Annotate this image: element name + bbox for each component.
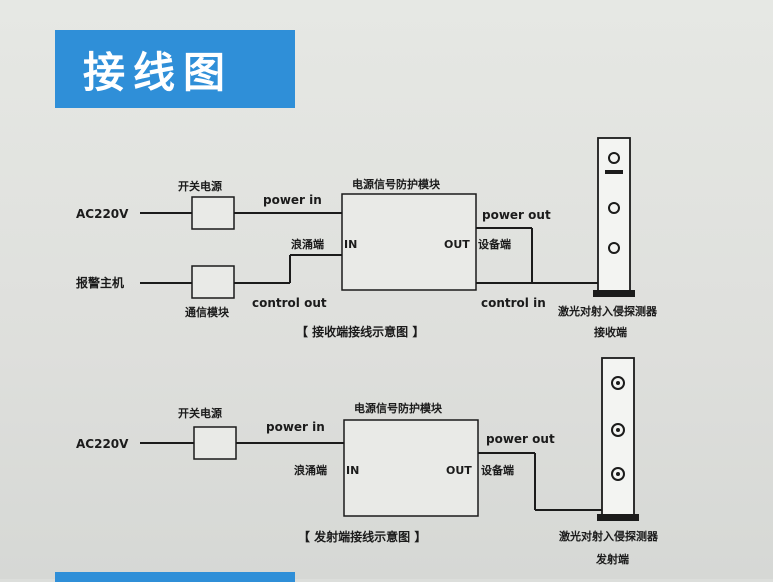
transmitter-detector-label: 激光对射入侵探测器 [559, 529, 659, 543]
receiver-detector-label: 激光对射入侵探测器 [558, 304, 658, 318]
transmitter-power-switch-box [193, 426, 237, 460]
page-title: 接线图 [83, 47, 234, 97]
transmitter-in-label: IN [346, 464, 359, 477]
transmitter-ac-label: AC220V [76, 437, 129, 451]
transmitter-detector-lens-icon [611, 423, 625, 437]
receiver-detector [593, 137, 635, 297]
receiver-out-label: OUT [444, 238, 470, 251]
receiver-power-out-label: power out [482, 208, 551, 222]
receiver-control-out-label: control out [252, 296, 327, 310]
transmitter-caption: 【 发射端接线示意图 】 [298, 529, 426, 544]
receiver-protection-module-box [341, 193, 477, 291]
receiver-alarm-host-label: 报警主机 [76, 275, 124, 290]
transmitter-power-out-label: power out [486, 432, 555, 446]
receiver-detector-lens-icon [608, 242, 620, 254]
receiver-detector-lens-icon [608, 152, 620, 164]
transmitter-power-in-label: power in [266, 420, 325, 434]
receiver-power-switch-label: 开关电源 [178, 179, 222, 193]
transmitter-protection-module-label: 电源信号防护模块 [354, 401, 443, 415]
receiver-comm-module-label: 通信模块 [185, 305, 230, 319]
transmitter-device-label: 设备端 [481, 463, 514, 477]
next-section-banner-edge [55, 572, 295, 582]
receiver-device-label: 设备端 [478, 237, 511, 251]
receiver-protection-module-label: 电源信号防护模块 [352, 177, 441, 191]
receiver-diagram: AC220V 报警主机 开关电源 通信模块 电源信号防护模块 power in … [76, 137, 658, 339]
receiver-caption: 【 接收端接线示意图 】 [296, 324, 424, 339]
transmitter-detector-sub-label: 发射端 [595, 552, 629, 566]
transmitter-surge-label: 浪涌端 [294, 463, 327, 477]
transmitter-protection-module-box [343, 419, 479, 517]
receiver-comm-module-box [191, 265, 235, 299]
receiver-control-in-label: control in [481, 296, 546, 310]
transmitter-detector-lens-icon [611, 467, 625, 481]
receiver-power-switch-box [191, 196, 235, 230]
receiver-in-label: IN [344, 238, 357, 251]
title-banner: 接线图 [55, 30, 295, 108]
receiver-power-in-label: power in [263, 193, 322, 207]
transmitter-diagram: AC220V 开关电源 电源信号防护模块 power in 浪涌端 IN OUT… [76, 357, 659, 566]
receiver-detector-sub-label: 接收端 [594, 325, 627, 339]
receiver-surge-label: 浪涌端 [291, 237, 324, 251]
receiver-ac-label: AC220V [76, 207, 129, 221]
transmitter-detector [597, 357, 639, 521]
transmitter-power-switch-label: 开关电源 [178, 406, 222, 420]
transmitter-out-label: OUT [446, 464, 472, 477]
receiver-detector-lens-icon [608, 202, 620, 214]
transmitter-detector-lens-icon [611, 376, 625, 390]
